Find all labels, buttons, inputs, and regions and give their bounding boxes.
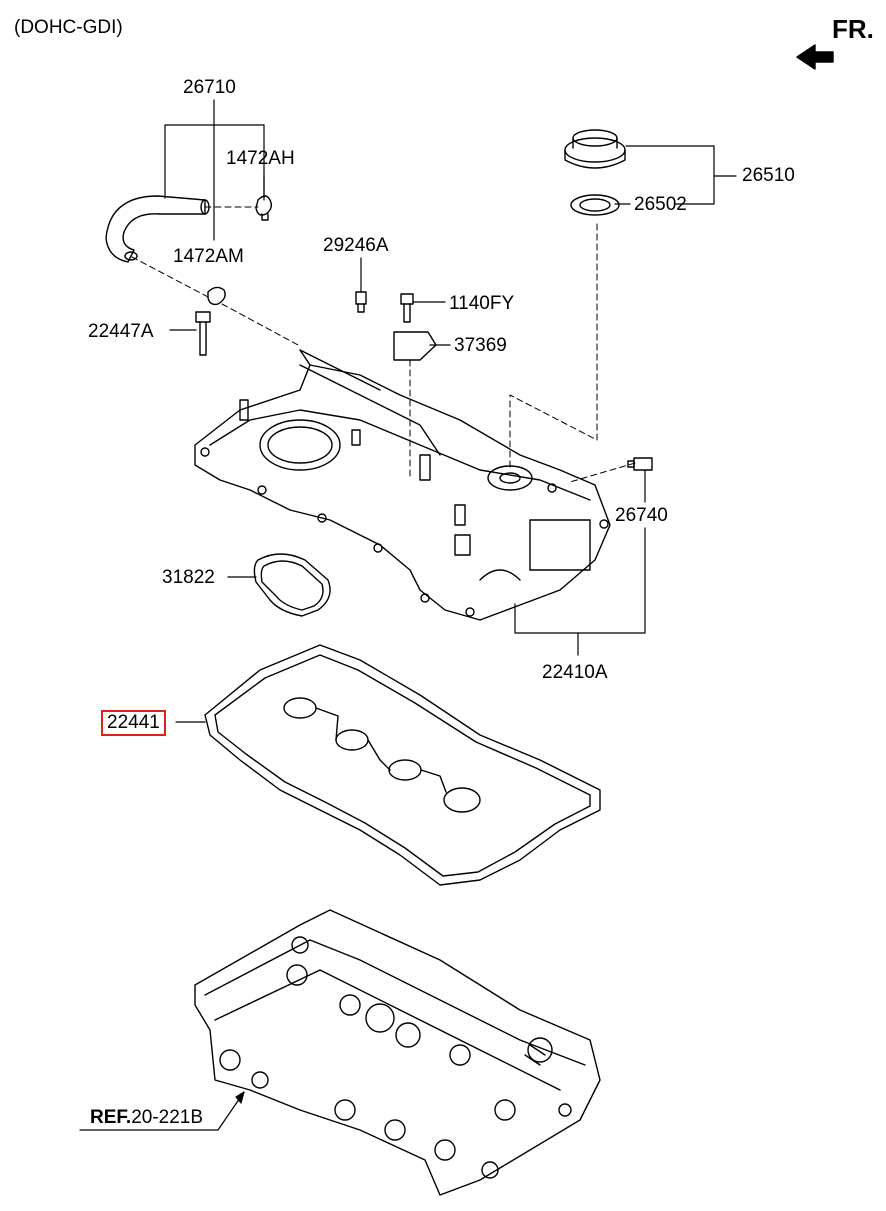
part-label-37369[interactable]: 37369 [454,335,507,356]
part-label-31822[interactable]: 31822 [162,567,215,588]
sensor-drawing [627,457,653,471]
part-label-1472AM[interactable]: 1472AM [173,246,244,267]
clamp-drawings [207,195,273,306]
part-label-26710[interactable]: 26710 [183,77,236,98]
cylinder-head-drawing [194,909,601,1196]
part-label-26740[interactable]: 26740 [615,505,668,526]
bolt-drawings [195,291,414,356]
part-label-29246A[interactable]: 29246A [323,235,389,256]
small-gasket-drawing [253,553,331,617]
reference-code: 20-221B [131,1107,204,1128]
breather-hose-drawing [105,195,210,263]
part-label-22441-highlighted[interactable]: 22441 [101,710,166,736]
part-label-26502[interactable]: 26502 [634,194,687,215]
part-label-1140FY[interactable]: 1140FY [449,293,515,314]
rocker-cover-drawing [194,349,611,621]
part-label-26510[interactable]: 26510 [742,165,795,186]
engine-variant-label: (DOHC-GDI) [14,17,123,38]
oil-filler-cap-drawing [564,129,626,169]
front-direction-arrow-icon [796,44,834,70]
bracket-drawing [393,331,437,361]
reference-prefix: REF. [90,1107,132,1128]
leader-lines [79,99,737,1131]
reference-label[interactable]: REF.20-221B [90,1107,203,1129]
front-direction-label: FR. [832,14,874,44]
cap-gasket-drawing [570,194,620,216]
part-label-22447A[interactable]: 22447A [88,321,154,342]
part-label-1472AH[interactable]: 1472AH [226,148,295,169]
cover-gasket-drawing [204,644,601,886]
part-label-22410A[interactable]: 22410A [542,662,608,683]
